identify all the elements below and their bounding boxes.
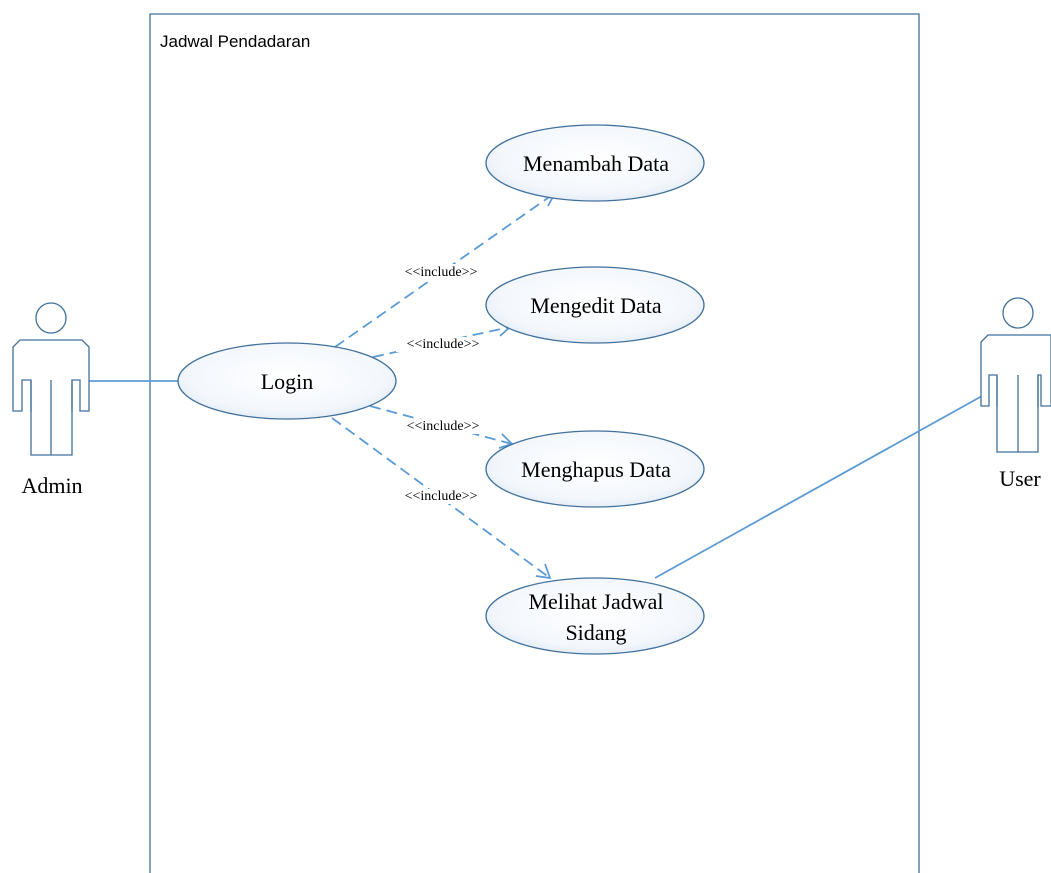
actor-admin-label: Admin: [21, 473, 82, 498]
include-label-mengedit: <<include>>: [407, 337, 480, 352]
actor-user[interactable]: User: [980, 297, 1051, 491]
include-label-menambah: <<include>>: [405, 265, 478, 280]
use-case-melihat-jadwal-sidang[interactable]: Melihat Jadwal Sidang: [485, 577, 705, 655]
include-melihat-dependency: [331, 417, 552, 580]
use-case-mengedit-data[interactable]: Mengedit Data: [485, 266, 705, 344]
system-title: Jadwal Pendadaran: [160, 32, 310, 51]
use-case-menghapus-data-label: Menghapus Data: [521, 457, 671, 482]
include-label-menghapus: <<include>>: [407, 419, 480, 434]
include-labels: <<include>> <<include>> <<include>> <<in…: [394, 264, 490, 504]
use-case-menambah-data-label: Menambah Data: [523, 151, 669, 176]
user-melihat-association: [654, 395, 983, 579]
actor-admin[interactable]: Admin: [12, 302, 90, 498]
actor-admin-icon: [12, 302, 90, 456]
actor-user-label: User: [999, 466, 1041, 491]
use-case-login-label: Login: [261, 369, 314, 394]
use-case-login[interactable]: Login: [177, 342, 397, 420]
use-case-mengedit-data-label: Mengedit Data: [530, 293, 662, 318]
use-case-melihat-line1: Melihat Jadwal: [528, 589, 663, 614]
use-case-menambah-data[interactable]: Menambah Data: [485, 124, 705, 202]
system-boundary: Jadwal Pendadaran: [149, 13, 920, 873]
include-label-melihat: <<include>>: [405, 489, 478, 504]
actor-user-icon: [980, 297, 1051, 453]
use-case-melihat-line2: Sidang: [565, 620, 626, 645]
use-case-menghapus-data[interactable]: Menghapus Data: [485, 430, 705, 508]
